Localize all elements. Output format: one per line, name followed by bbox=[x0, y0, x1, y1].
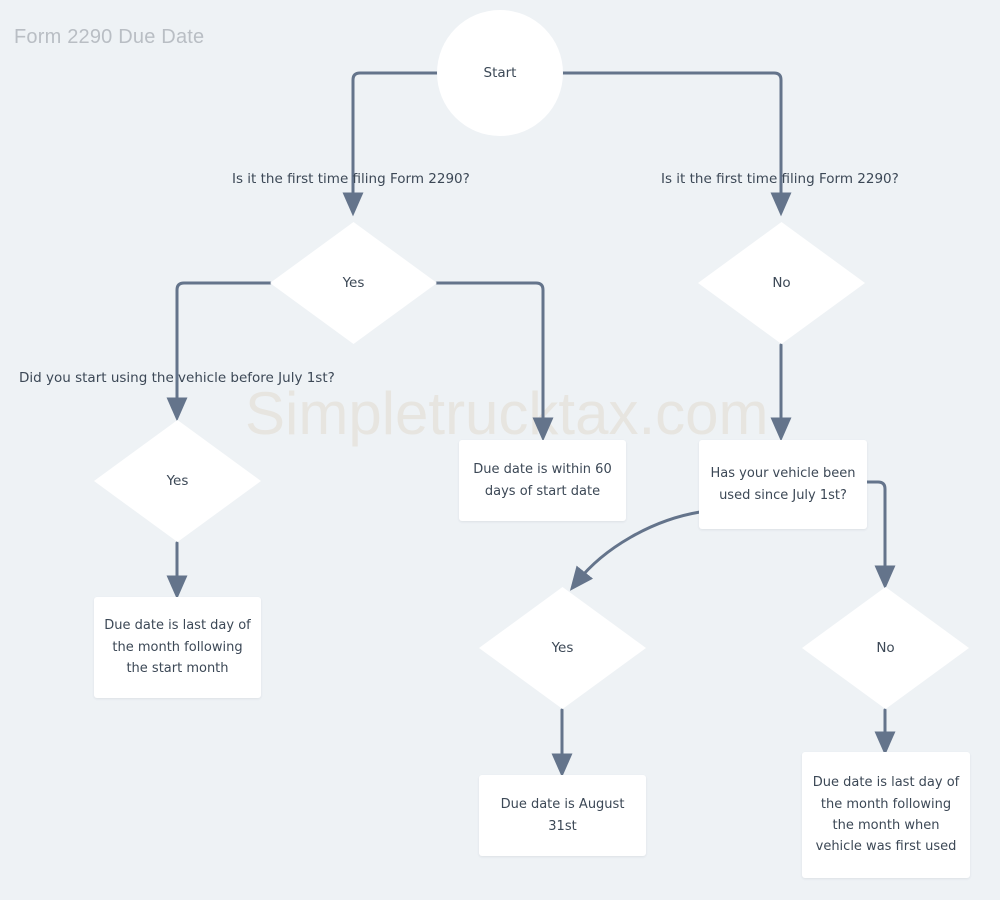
node-outcome-within-60-days-label: Due date is within 60 days of start date bbox=[473, 462, 612, 499]
edge-used-since-july-to-yes bbox=[569, 510, 702, 591]
node-decision-before-july-yes[interactable]: Yes bbox=[94, 420, 261, 542]
node-start-label: Start bbox=[483, 64, 517, 81]
node-decision-first-time-yes[interactable]: Yes bbox=[270, 222, 437, 344]
node-question-used-since-july[interactable]: Has your vehicle been used since July 1s… bbox=[699, 440, 867, 529]
node-decision-used-since-july-yes-label: Yes bbox=[551, 639, 574, 656]
node-decision-used-since-july-no[interactable]: No bbox=[802, 587, 969, 709]
watermark: Simpletrucktax.com bbox=[245, 380, 769, 447]
node-start[interactable]: Start bbox=[437, 10, 563, 136]
node-decision-first-time-no-label: No bbox=[772, 274, 791, 291]
edge-label-first-time-right: Is it the first time filing Form 2290? bbox=[661, 171, 899, 187]
node-outcome-august-31[interactable]: Due date is August 31st bbox=[479, 775, 646, 856]
node-decision-first-time-no[interactable]: No bbox=[698, 222, 865, 344]
edge-label-first-time-left: Is it the first time filing Form 2290? bbox=[232, 171, 470, 187]
node-outcome-within-60-days[interactable]: Due date is within 60 days of start date bbox=[459, 440, 626, 521]
node-decision-used-since-july-no-label: No bbox=[876, 639, 895, 656]
node-outcome-last-day-first-used-label: Due date is last day of the month follow… bbox=[812, 775, 960, 855]
node-question-used-since-july-label: Has your vehicle been used since July 1s… bbox=[710, 466, 856, 503]
edge-yes-to-before-july bbox=[166, 281, 272, 422]
edge-yes-to-60-days bbox=[435, 281, 554, 442]
node-decision-before-july-yes-label: Yes bbox=[166, 472, 189, 489]
node-outcome-last-day-start-month[interactable]: Due date is last day of the month follow… bbox=[94, 597, 261, 698]
node-outcome-last-day-first-used[interactable]: Due date is last day of the month follow… bbox=[802, 752, 970, 878]
page-title: Form 2290 Due Date bbox=[14, 26, 205, 48]
node-outcome-last-day-start-month-label: Due date is last day of the month follow… bbox=[104, 618, 251, 677]
node-decision-first-time-yes-label: Yes bbox=[342, 274, 365, 291]
node-decision-used-since-july-yes[interactable]: Yes bbox=[479, 587, 646, 709]
node-outcome-august-31-label: Due date is August 31st bbox=[500, 797, 625, 834]
edge-used-since-july-to-no bbox=[865, 480, 896, 590]
edge-label-before-july: Did you start using the vehicle before J… bbox=[19, 370, 335, 386]
